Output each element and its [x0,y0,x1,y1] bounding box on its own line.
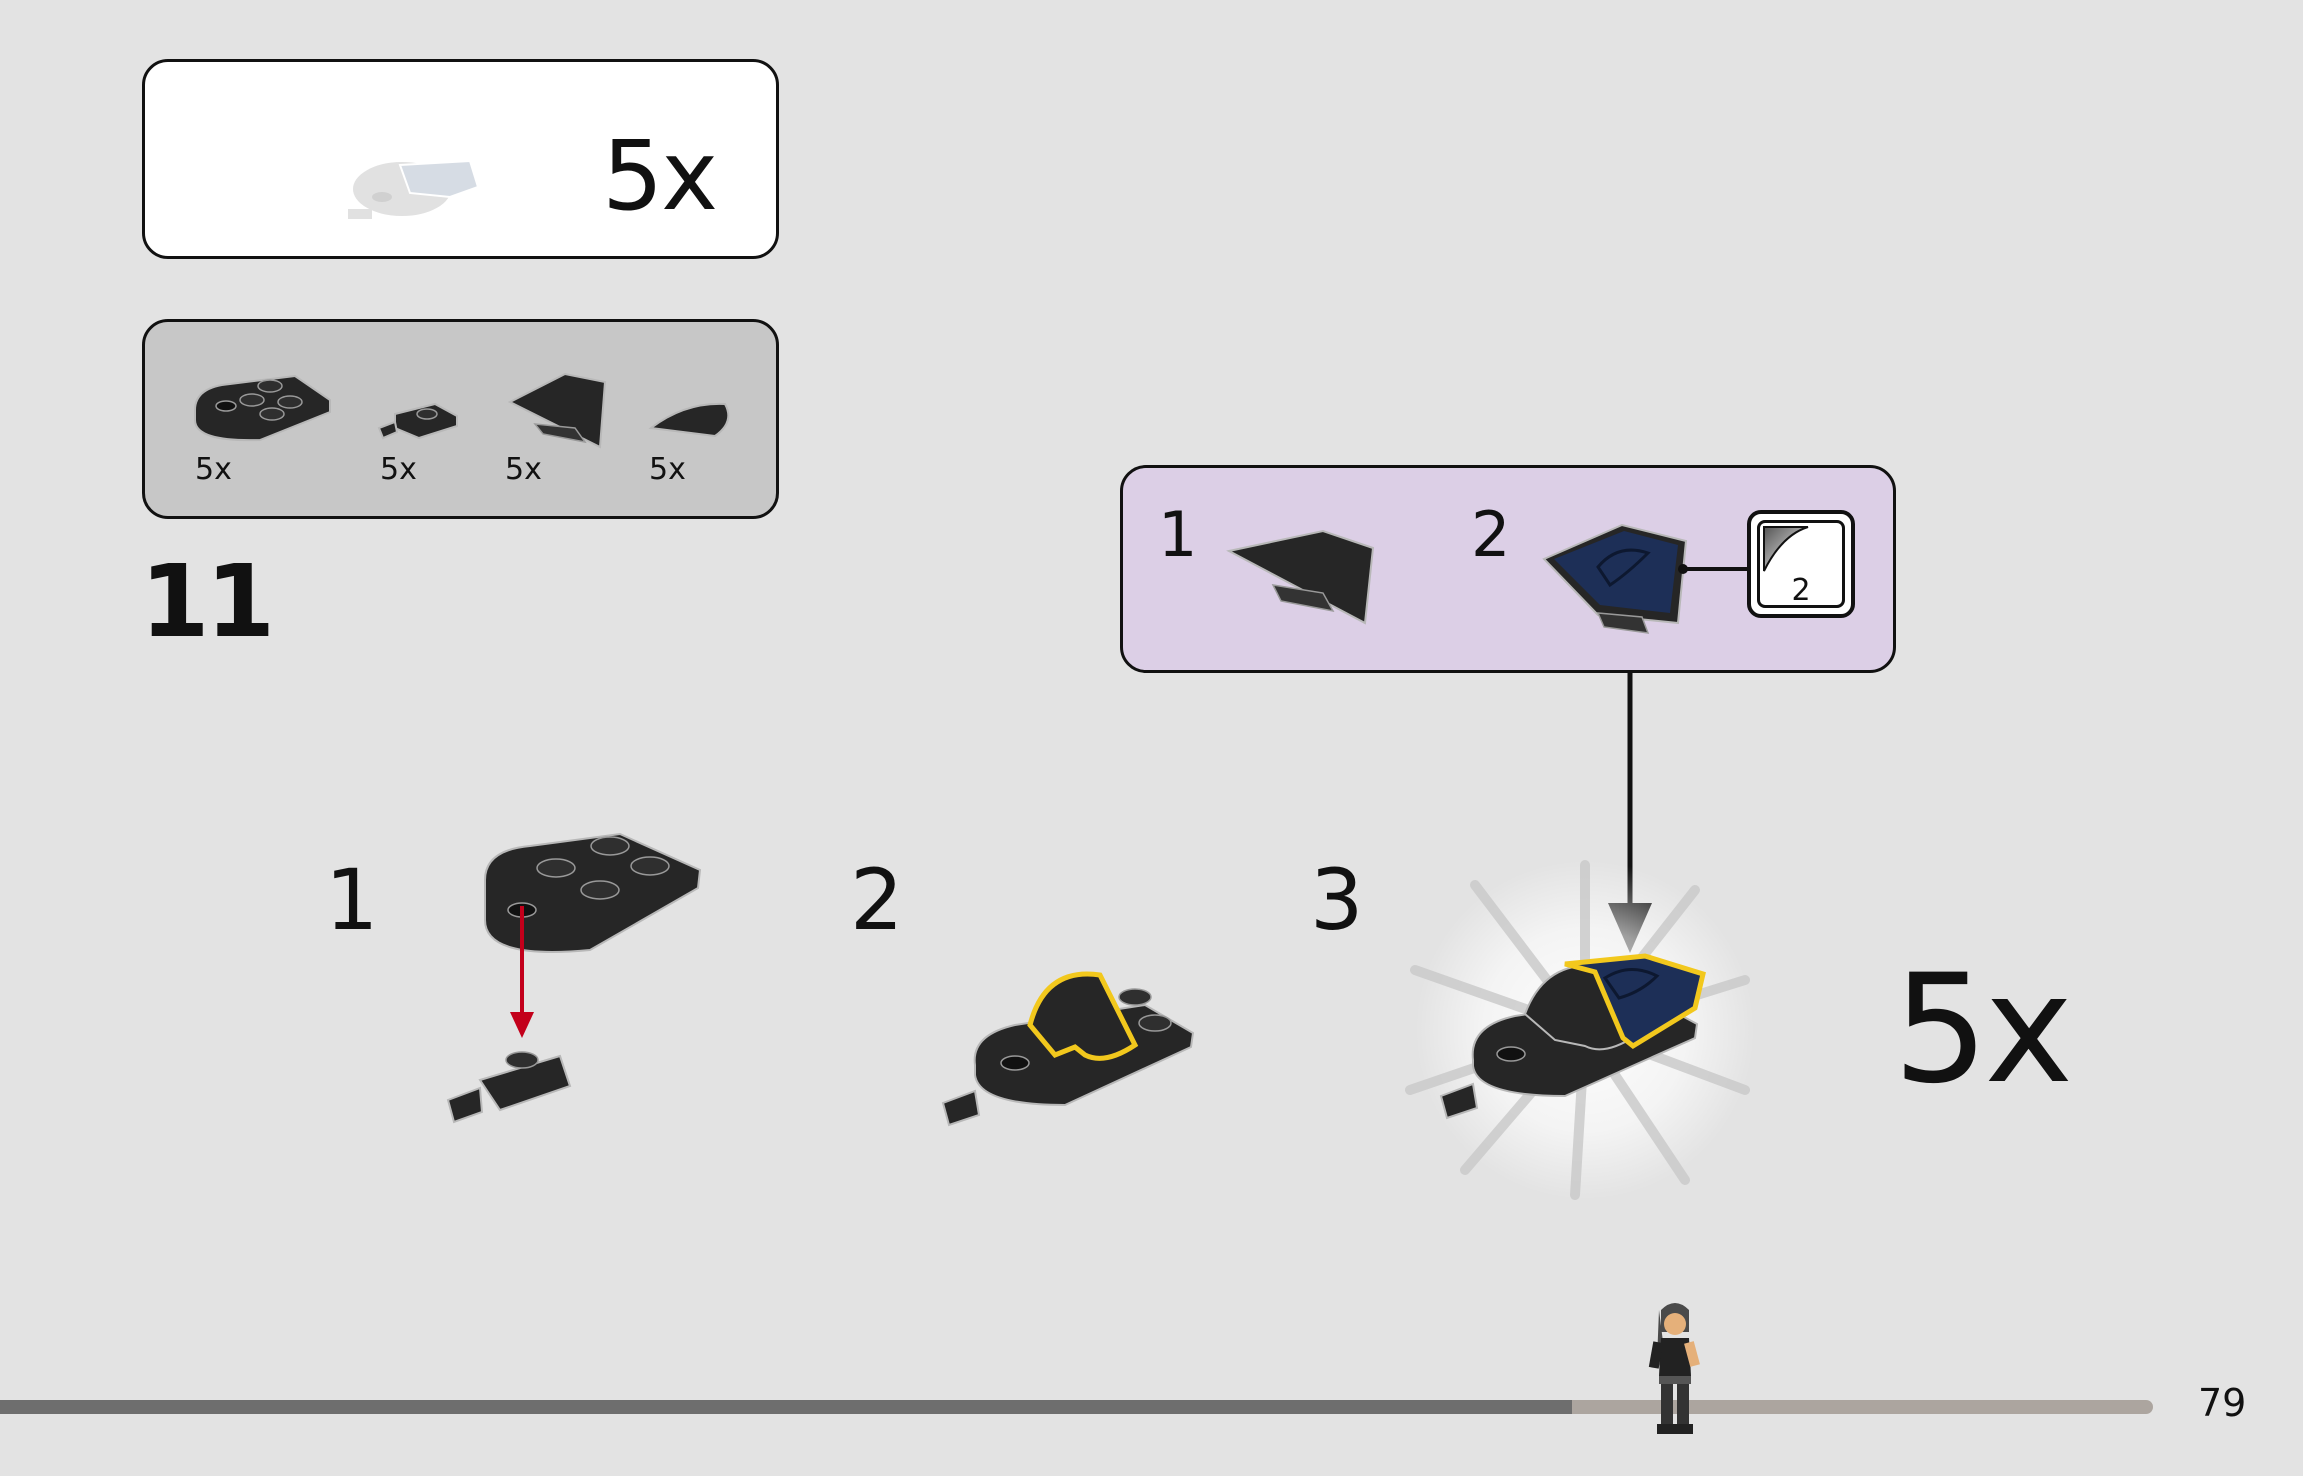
sticker-sheet-icon [1757,520,1845,608]
parts-list-box: 5x 5x 5x 5x [142,319,779,519]
half-round-tile-part-icon [648,402,730,438]
round-plate-part-icon [194,374,331,442]
sticker-badge: 2 [1747,510,1855,618]
callout-box: 1 2 2 [1120,465,1896,673]
progress-fill [0,1400,1572,1414]
result-quantity: 5x [1893,943,2073,1117]
sticker-peel-icon [1763,526,1809,572]
progress-bar [0,1400,2153,1414]
clip-plate-part-icon [377,402,458,440]
new-parts-burst-icon [1405,860,1755,1200]
part-quantity: 5x [380,452,417,487]
minifigure-icon [1648,1303,1700,1434]
sticker-pointer-line [1678,564,1750,574]
part-quantity: 5x [195,452,232,487]
stickered-wedge-tile-icon [1542,523,1688,634]
substep-number: 3 [1310,851,1364,949]
step-number: 11 [140,543,275,660]
submodel-box: 5x [142,59,779,259]
callout-step-number: 2 [1471,498,1511,571]
round-plate-assembly-icon [446,832,702,1124]
half-tile-assembly-icon [941,971,1195,1127]
substep-number: 2 [850,851,904,949]
wedge-tile-part-icon [507,372,607,449]
part-quantity: 5x [505,452,542,487]
sticker-number: 2 [1791,573,1811,608]
part-quantity: 5x [649,452,686,487]
submodel-quantity: 5x [602,120,718,232]
substep-number: 1 [325,851,379,949]
wedge-tile-icon [1226,529,1375,625]
callout-step-number: 1 [1158,498,1198,571]
ghosted-assembly-icon [348,159,480,219]
page-number: 79 [2198,1381,2247,1425]
